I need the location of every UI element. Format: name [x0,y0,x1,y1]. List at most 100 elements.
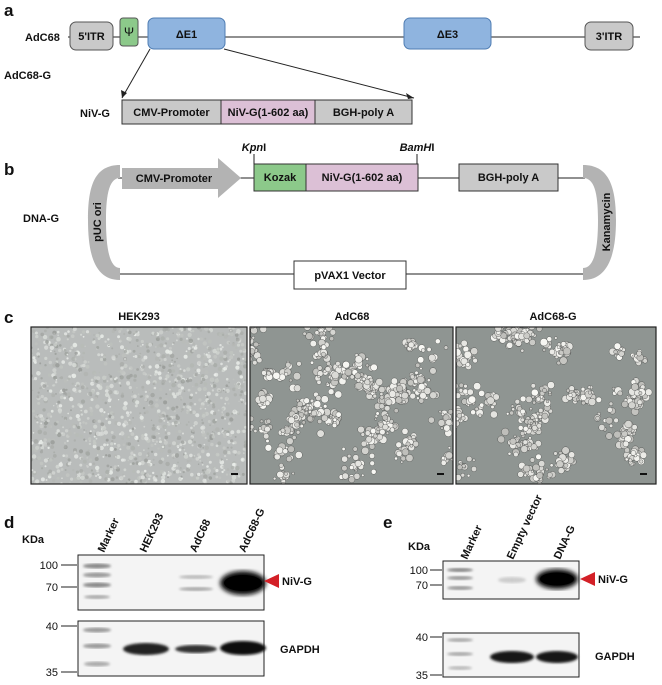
hek293-cell [154,345,157,348]
hek293-cell [223,469,226,472]
hek293-cell [215,427,220,432]
hek293-cell [188,421,190,423]
zoom-line-right [223,48,415,99]
infected-cell [368,377,374,383]
infected-cell [443,424,451,432]
hek293-cell [242,399,244,401]
hek293-cell [132,470,136,473]
infected-cell [530,332,535,337]
infected-cell [471,466,477,472]
hek293-cell [59,344,62,347]
infected-cell [250,348,256,355]
itr5-box [69,21,114,51]
hek293-cell [64,429,69,433]
hek293-cell [221,413,224,416]
hek293-cell [181,339,186,344]
hek293-cell [35,415,39,418]
hek293-cell [110,415,115,419]
hek293-cell [93,396,98,401]
hek293-cell [229,332,234,337]
hek293-cell [137,345,139,347]
hek293-cell [72,349,75,352]
hek293-cell [229,355,234,360]
hek293-cell [42,334,48,340]
hek293-cell [215,452,220,457]
hek293-cell [78,449,84,454]
hek293-cell [45,479,48,481]
infected-cell [405,454,414,462]
infected-cell [530,383,536,389]
hek293-cell [88,479,93,484]
hek293-cell [202,447,204,449]
hek293-cell [227,402,230,405]
infected-cell [580,387,586,392]
hek293-cell [51,471,56,475]
infected-cell [314,330,320,336]
hek293-cell [190,472,194,477]
infected-cell [280,482,286,484]
hek293-cell [32,432,35,434]
infected-cell [624,420,633,428]
infected-cell [519,395,527,403]
hek293-cell [201,377,206,382]
hek293-cell [224,402,227,405]
infected-cell [645,388,653,396]
hek293-cell [221,407,224,411]
infected-cell [259,327,267,333]
infected-cell [440,426,444,430]
cmv-promoter-label: CMV-Promoter [133,107,210,119]
hek293-cell [62,454,65,458]
hek293-cell [106,464,110,468]
hek293-cell [109,383,114,389]
hek293-cell [140,471,145,475]
hek293-cell [155,475,158,478]
infected-cell [341,447,346,451]
hek293-cell [35,334,39,339]
hek293-cell [64,419,67,421]
hek293-cell [196,368,201,373]
hek293-cell [172,441,176,446]
pvax1-vector-box [293,260,407,290]
infected-cell [640,451,648,459]
infected-cell [341,472,349,480]
image-title-hek293: HEK293 [118,311,160,323]
infected-cell [530,443,538,451]
infected-cell [536,471,544,479]
infected-cell [288,378,293,383]
marker-band-e-4 [447,638,473,642]
hek293-cell [58,410,62,414]
hek293-cell [178,448,182,452]
hek293-cell [242,452,245,455]
infected-cell [515,339,522,347]
infected-cell [317,419,323,425]
infected-cell [287,445,295,453]
hek293-cell [117,370,120,373]
hek293-cell [163,400,168,405]
infected-cell [357,426,365,434]
hek293-cell [128,366,133,371]
hek293-cell [243,391,247,396]
infected-cell [302,331,307,336]
infected-cell [355,381,363,390]
hek293-cell [189,459,192,462]
infected-cell [309,340,317,347]
hek293-cell [135,332,140,337]
hek293-cell [142,371,146,376]
infected-cell [428,416,435,424]
hek293-cell [242,357,245,360]
infected-cell [409,444,414,448]
hek293-cell [75,470,80,474]
hek293-cell [115,456,117,458]
hek293-cell [225,377,229,381]
hek293-cell [196,354,201,359]
hek293-cell [202,341,207,346]
infected-cell [364,379,371,386]
hek293-cell [221,416,224,420]
hek293-cell [204,445,209,450]
hek293-cell [56,336,61,342]
kda-label-e: KDa [408,541,431,553]
hek293-cell [242,378,245,381]
hek293-cell [95,465,100,471]
hek293-cell [134,404,138,408]
infected-cell [525,395,533,403]
